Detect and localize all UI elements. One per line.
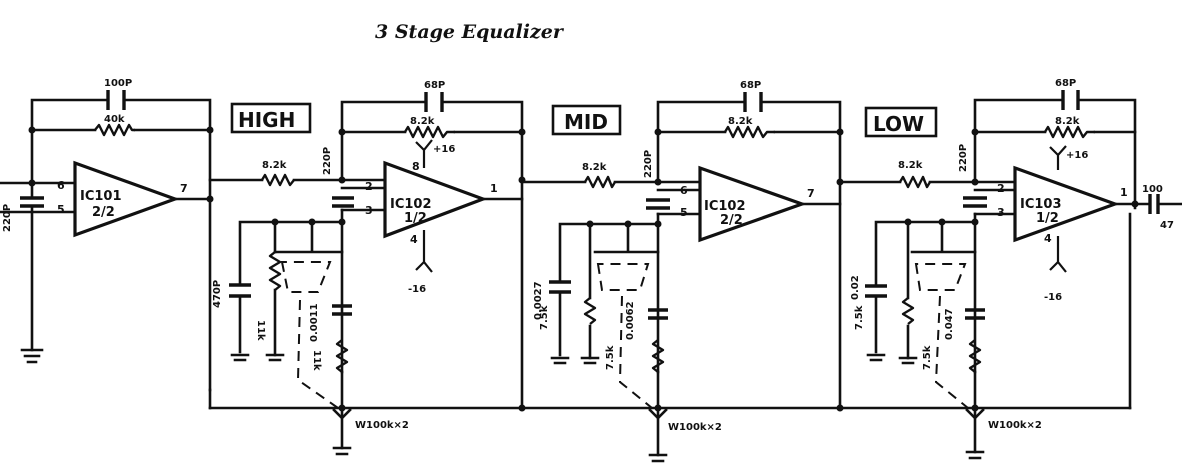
resistor-a-mid-label: 7.5k [539,305,550,330]
output-cap-label: 100 [1142,184,1163,195]
stage-high: HIGH 8.2k 68P 8.2k 220P IC102 1/2 2 3 1 … [208,80,526,456]
ic102a-pin-b: 3 [365,204,373,217]
output-label: 47 [1160,220,1174,231]
cap-b-low-label: 0.047 [944,308,955,340]
opamp-ic103 [1013,165,1120,243]
band-mid-label: MID [564,110,608,134]
feedback-cap-high-label: 68P [424,80,445,91]
resistor-b-high-label: 11k [311,350,322,371]
resistor-a-low-label: 7.5k [854,305,865,330]
ic101-pin-a: 6 [57,179,65,192]
ic102a-pin-a: 2 [365,180,373,193]
ic101-pin-out: 7 [180,182,188,195]
band-low-box [864,106,938,138]
ic102a-pin-vpos: 8 [412,160,420,173]
opamp-ic102-b [698,165,807,243]
resistor-a-high-label: 11k [255,320,266,341]
band-low-label: LOW [873,112,924,136]
pot-low-label: W100k×2 [988,420,1042,431]
input-resistor-high [260,173,295,187]
diagram-title: 3 Stage Equalizer [375,21,565,43]
input-resistor-mid [583,175,617,189]
input-resistor-mid-label: 8.2k [582,162,607,173]
ic102a-label: IC102 [390,197,432,212]
input-resistor-high-label: 8.2k [262,160,287,171]
pot-high-label: W100k×2 [355,420,409,431]
band-high-box [230,102,312,134]
ic102b-pin-a: 6 [680,184,688,197]
ic101-pin-b: 5 [57,203,65,216]
band-high-label: HIGH [238,108,295,132]
input-resistor-low [898,175,932,189]
stage-mid: MID 8.2k 68P 8.2k 220P IC102 2/2 6 5 7 0… [518,80,844,463]
vpos-low-label: +16 [1066,150,1088,161]
feedback-resistor-mid-label: 8.2k [728,116,753,127]
pot-mid-label: W100k×2 [668,422,722,433]
input-cap-label: 220P [2,204,13,232]
feedback-resistor-high-label: 8.2k [410,116,435,127]
ic101-label: IC101 [80,189,122,204]
input-resistor-low-label: 8.2k [898,160,923,171]
ic102b-label: IC102 [704,199,746,214]
feedback-resistor [94,123,135,137]
feedback-resistor-label: 40k [104,114,125,125]
ic102b-pin-b: 5 [680,206,688,219]
cap-a-high-label: 470P [212,280,223,308]
resistor-b-mid-label: 7.5k [605,345,616,370]
ic103-pin-b: 3 [997,206,1005,219]
input-cap-mid-label: 220P [643,150,654,178]
feedback-resistor-low-label: 8.2k [1055,116,1080,127]
stage-ic101: 100P 40k 220P IC101 2/2 6 5 7 [0,78,214,392]
opamp-ic101 [73,160,180,238]
cap-b-mid-label: 0.0062 [625,301,636,340]
ic101-unit: 2/2 [92,205,115,220]
resistor-b-low-label: 7.5k [922,345,933,370]
ic103-pin-vneg: 4 [1044,232,1052,245]
stage-low: LOW 8.2k 68P 8.2k 220P IC103 1/2 2 3 1 4… [836,78,1182,460]
input-cap-low-label: 220P [958,144,969,172]
vneg-low-label: -16 [1044,292,1062,303]
opamp-ic102-a [383,160,488,239]
ic102b-unit: 2/2 [720,213,743,228]
ic103-label: IC103 [1020,197,1062,212]
feedback-cap-mid-label: 68P [740,80,761,91]
vneg-high-label: -16 [408,284,426,295]
ic102a-pin-vneg: 4 [410,233,418,246]
feedback-cap-label: 100P [104,78,132,89]
cap-b-high-label: 0.0011 [309,303,320,342]
cap-a-mid-label: 0.0027 [533,281,544,320]
band-mid-box [551,104,622,136]
ic103-unit: 1/2 [1036,211,1059,226]
ic102b-pin-out: 7 [807,187,815,200]
ic103-pin-a: 2 [997,182,1005,195]
input-cap-high-label: 220P [322,147,333,175]
ic103-pin-out: 1 [1120,186,1128,199]
cap-a-low-label: 0.02 [850,275,861,300]
ic102a-unit: 1/2 [404,211,427,226]
feedback-cap-low-label: 68P [1055,78,1076,89]
vpos-high-label: +16 [433,144,455,155]
ic102a-pin-out: 1 [490,182,498,195]
